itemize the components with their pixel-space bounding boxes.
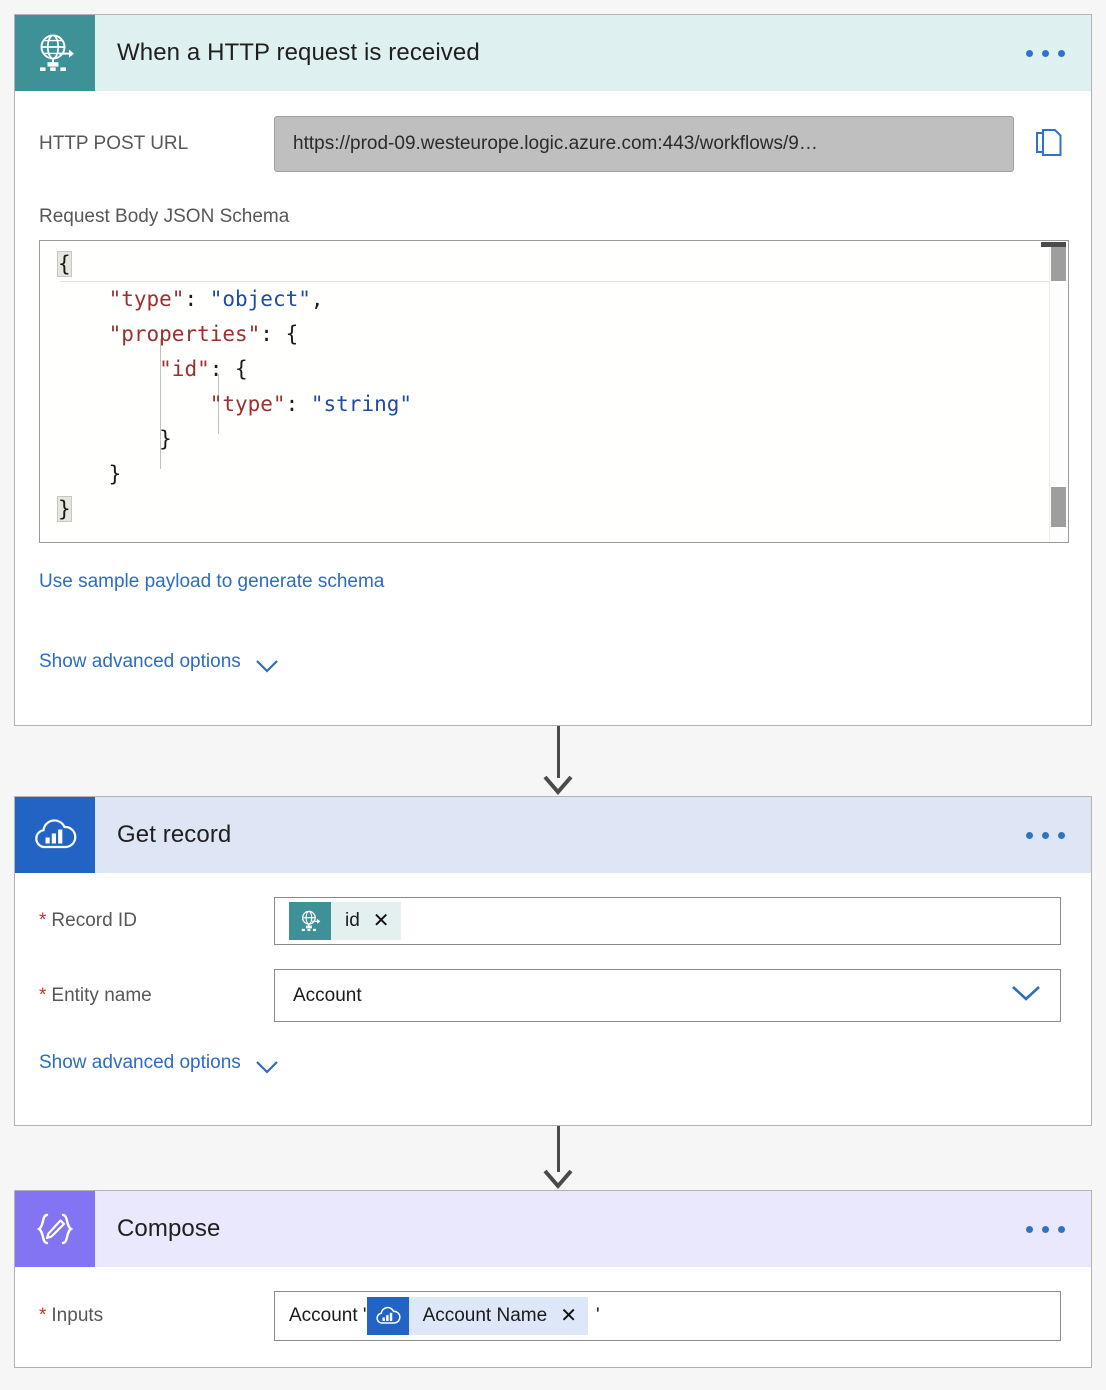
step-menu-button-http-trigger[interactable] <box>1026 49 1091 57</box>
chevron-down-icon <box>255 657 278 673</box>
braces-pencil-icon <box>15 1191 95 1267</box>
token-body: id ✕ <box>331 902 401 940</box>
globe-arrow-icon <box>15 15 95 91</box>
inputs-label: * Inputs <box>39 1305 104 1326</box>
menu-dot <box>1058 1225 1065 1233</box>
cloud-chart-icon <box>366 1297 409 1335</box>
close-icon[interactable]: ✕ <box>560 1305 577 1327</box>
inputs-prefix-text: Account ' <box>289 1305 367 1326</box>
json-schema-code[interactable]: { "type": "object", "properties": { "id"… <box>57 251 413 522</box>
token-body: Account Name ✕ <box>408 1297 588 1335</box>
scrollbar-thumb-bottom[interactable] <box>1051 487 1066 527</box>
entity-name-label: * Entity name <box>39 984 152 1006</box>
advanced-options-row-http: Show advanced options <box>15 651 1091 673</box>
chevron-down-icon[interactable] <box>1010 984 1042 1008</box>
record-id-label: * Record ID <box>39 910 137 931</box>
connector-arrow-trigger-to-getrecord <box>541 726 575 796</box>
step-menu-button-get-record[interactable] <box>1026 831 1091 839</box>
json-key-type: "type" <box>108 287 185 311</box>
token-account-name[interactable]: Account Name ✕ <box>366 1297 588 1335</box>
step-header-get-record[interactable]: Get record <box>15 797 1091 873</box>
http-post-url-row: HTTP POST URL https://prod-09.westeurope… <box>15 116 1091 172</box>
advanced-options-row-get-record: Show advanced options <box>15 1052 1091 1074</box>
entity-name-row: * Entity name Account <box>15 969 1091 1022</box>
required-marker: * <box>39 1305 47 1326</box>
step-body-http-trigger: HTTP POST URL https://prod-09.westeurope… <box>15 116 1091 673</box>
token-label: id <box>345 910 360 931</box>
record-id-row: * Record ID <box>15 897 1091 945</box>
step-header-http-trigger[interactable]: When a HTTP request is received <box>15 15 1091 91</box>
arrowhead-icon <box>543 775 573 796</box>
close-icon[interactable]: ✕ <box>372 910 390 932</box>
entity-name-value: Account <box>293 984 362 1006</box>
workflow-step-compose[interactable]: Compose * Inputs Account ' <box>14 1190 1092 1368</box>
step-body-get-record: * Record ID <box>15 897 1091 1074</box>
page-title: Compose <box>117 1215 221 1242</box>
http-post-url-value[interactable]: https://prod-09.westeurope.logic.azure.c… <box>274 116 1014 172</box>
step-title-wrap: Get record <box>95 797 1026 873</box>
entity-name-select[interactable]: Account <box>274 969 1061 1022</box>
use-sample-payload-link[interactable]: Use sample payload to generate schema <box>39 571 385 592</box>
globe-arrow-icon <box>289 902 331 940</box>
menu-dot <box>1042 831 1049 839</box>
step-title-wrap: Compose <box>95 1191 1026 1267</box>
page-title: When a HTTP request is received <box>117 39 480 66</box>
json-value-object: "object" <box>209 287 311 311</box>
menu-dot <box>1058 831 1065 839</box>
connector-stem <box>557 1126 560 1172</box>
json-key-properties: "properties" <box>108 322 261 346</box>
brace-open-root: { <box>57 251 72 277</box>
menu-dot <box>1058 49 1065 57</box>
http-post-url-label: HTTP POST URL <box>39 133 189 154</box>
required-marker: * <box>39 910 47 931</box>
advanced-options-label: Show advanced options <box>39 1052 241 1073</box>
editor-vertical-scrollbar[interactable] <box>1041 241 1068 542</box>
indent-guide <box>218 374 219 434</box>
step-menu-button-compose[interactable] <box>1026 1225 1091 1233</box>
indent-guide <box>160 339 161 469</box>
arrowhead-icon <box>543 1169 573 1190</box>
menu-dot <box>1026 1225 1033 1233</box>
token-label: Account Name <box>422 1305 548 1326</box>
advanced-options-label: Show advanced options <box>39 651 241 672</box>
show-advanced-options-link-get-record[interactable]: Show advanced options <box>15 1052 278 1074</box>
step-header-compose[interactable]: Compose <box>15 1191 1091 1267</box>
json-schema-editor[interactable]: { "type": "object", "properties": { "id"… <box>39 240 1069 543</box>
request-body-schema-label: Request Body JSON Schema <box>39 206 290 227</box>
menu-dot <box>1026 49 1033 57</box>
page-title: Get record <box>117 821 232 848</box>
scrollbar-thumb-top[interactable] <box>1051 247 1066 281</box>
show-advanced-options-link-http[interactable]: Show advanced options <box>15 651 278 673</box>
menu-dot <box>1042 1225 1049 1233</box>
inputs-row: * Inputs Account ' <box>15 1291 1091 1341</box>
cloud-chart-icon <box>15 797 95 873</box>
workflow-step-get-record[interactable]: Get record * Record ID <box>14 796 1092 1126</box>
editor-current-line-rule <box>60 281 1054 282</box>
step-body-compose: * Inputs Account ' <box>15 1291 1091 1341</box>
json-key-id: "id" <box>159 357 210 381</box>
token-id[interactable]: id ✕ <box>289 902 401 940</box>
json-key-type-inner: "type" <box>209 392 286 416</box>
step-title-wrap: When a HTTP request is received <box>95 15 1026 91</box>
inputs-suffix-text: ' <box>595 1305 600 1326</box>
menu-dot <box>1026 831 1033 839</box>
connector-stem <box>557 726 560 778</box>
workflow-step-http-trigger[interactable]: When a HTTP request is received HTTP POS… <box>14 14 1092 726</box>
copy-icon[interactable] <box>1034 127 1064 161</box>
chevron-down-icon <box>255 1058 278 1074</box>
connector-arrow-getrecord-to-compose <box>541 1126 575 1190</box>
brace-close-root: } <box>57 496 72 522</box>
record-id-input[interactable]: id ✕ <box>274 897 1061 945</box>
inputs-input[interactable]: Account ' Account Name ✕ <box>274 1291 1061 1341</box>
sample-payload-row: Use sample payload to generate schema <box>15 571 1091 593</box>
json-value-string: "string" <box>310 392 413 416</box>
required-marker: * <box>39 984 47 1006</box>
menu-dot <box>1042 49 1049 57</box>
scrollbar-top-cap <box>1041 242 1066 247</box>
